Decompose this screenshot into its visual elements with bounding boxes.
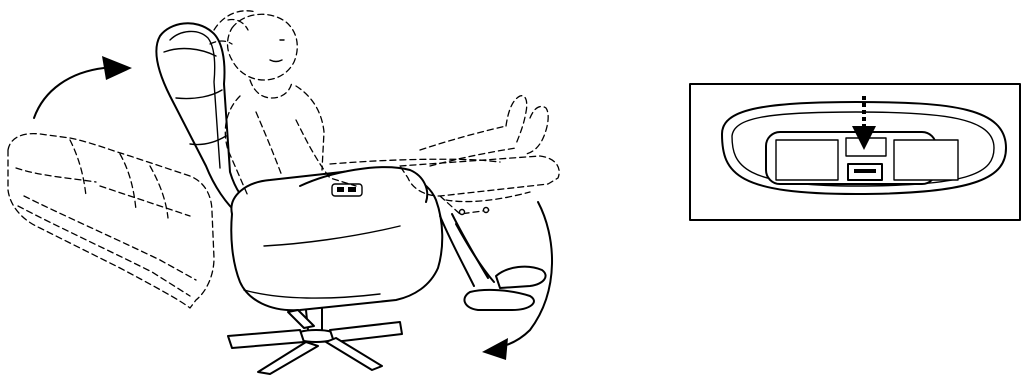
reclined-backrest-icon [8,134,214,308]
control-panel-icon [690,84,1020,220]
right-button-icon [894,140,958,180]
left-button-icon [776,140,838,180]
swivel-base-icon [228,310,402,374]
lowered-legs-icon [440,214,546,310]
rotation-arrow-icon [34,56,132,118]
arm-control-icon [332,184,362,196]
recliner-chair-icon [156,23,442,330]
